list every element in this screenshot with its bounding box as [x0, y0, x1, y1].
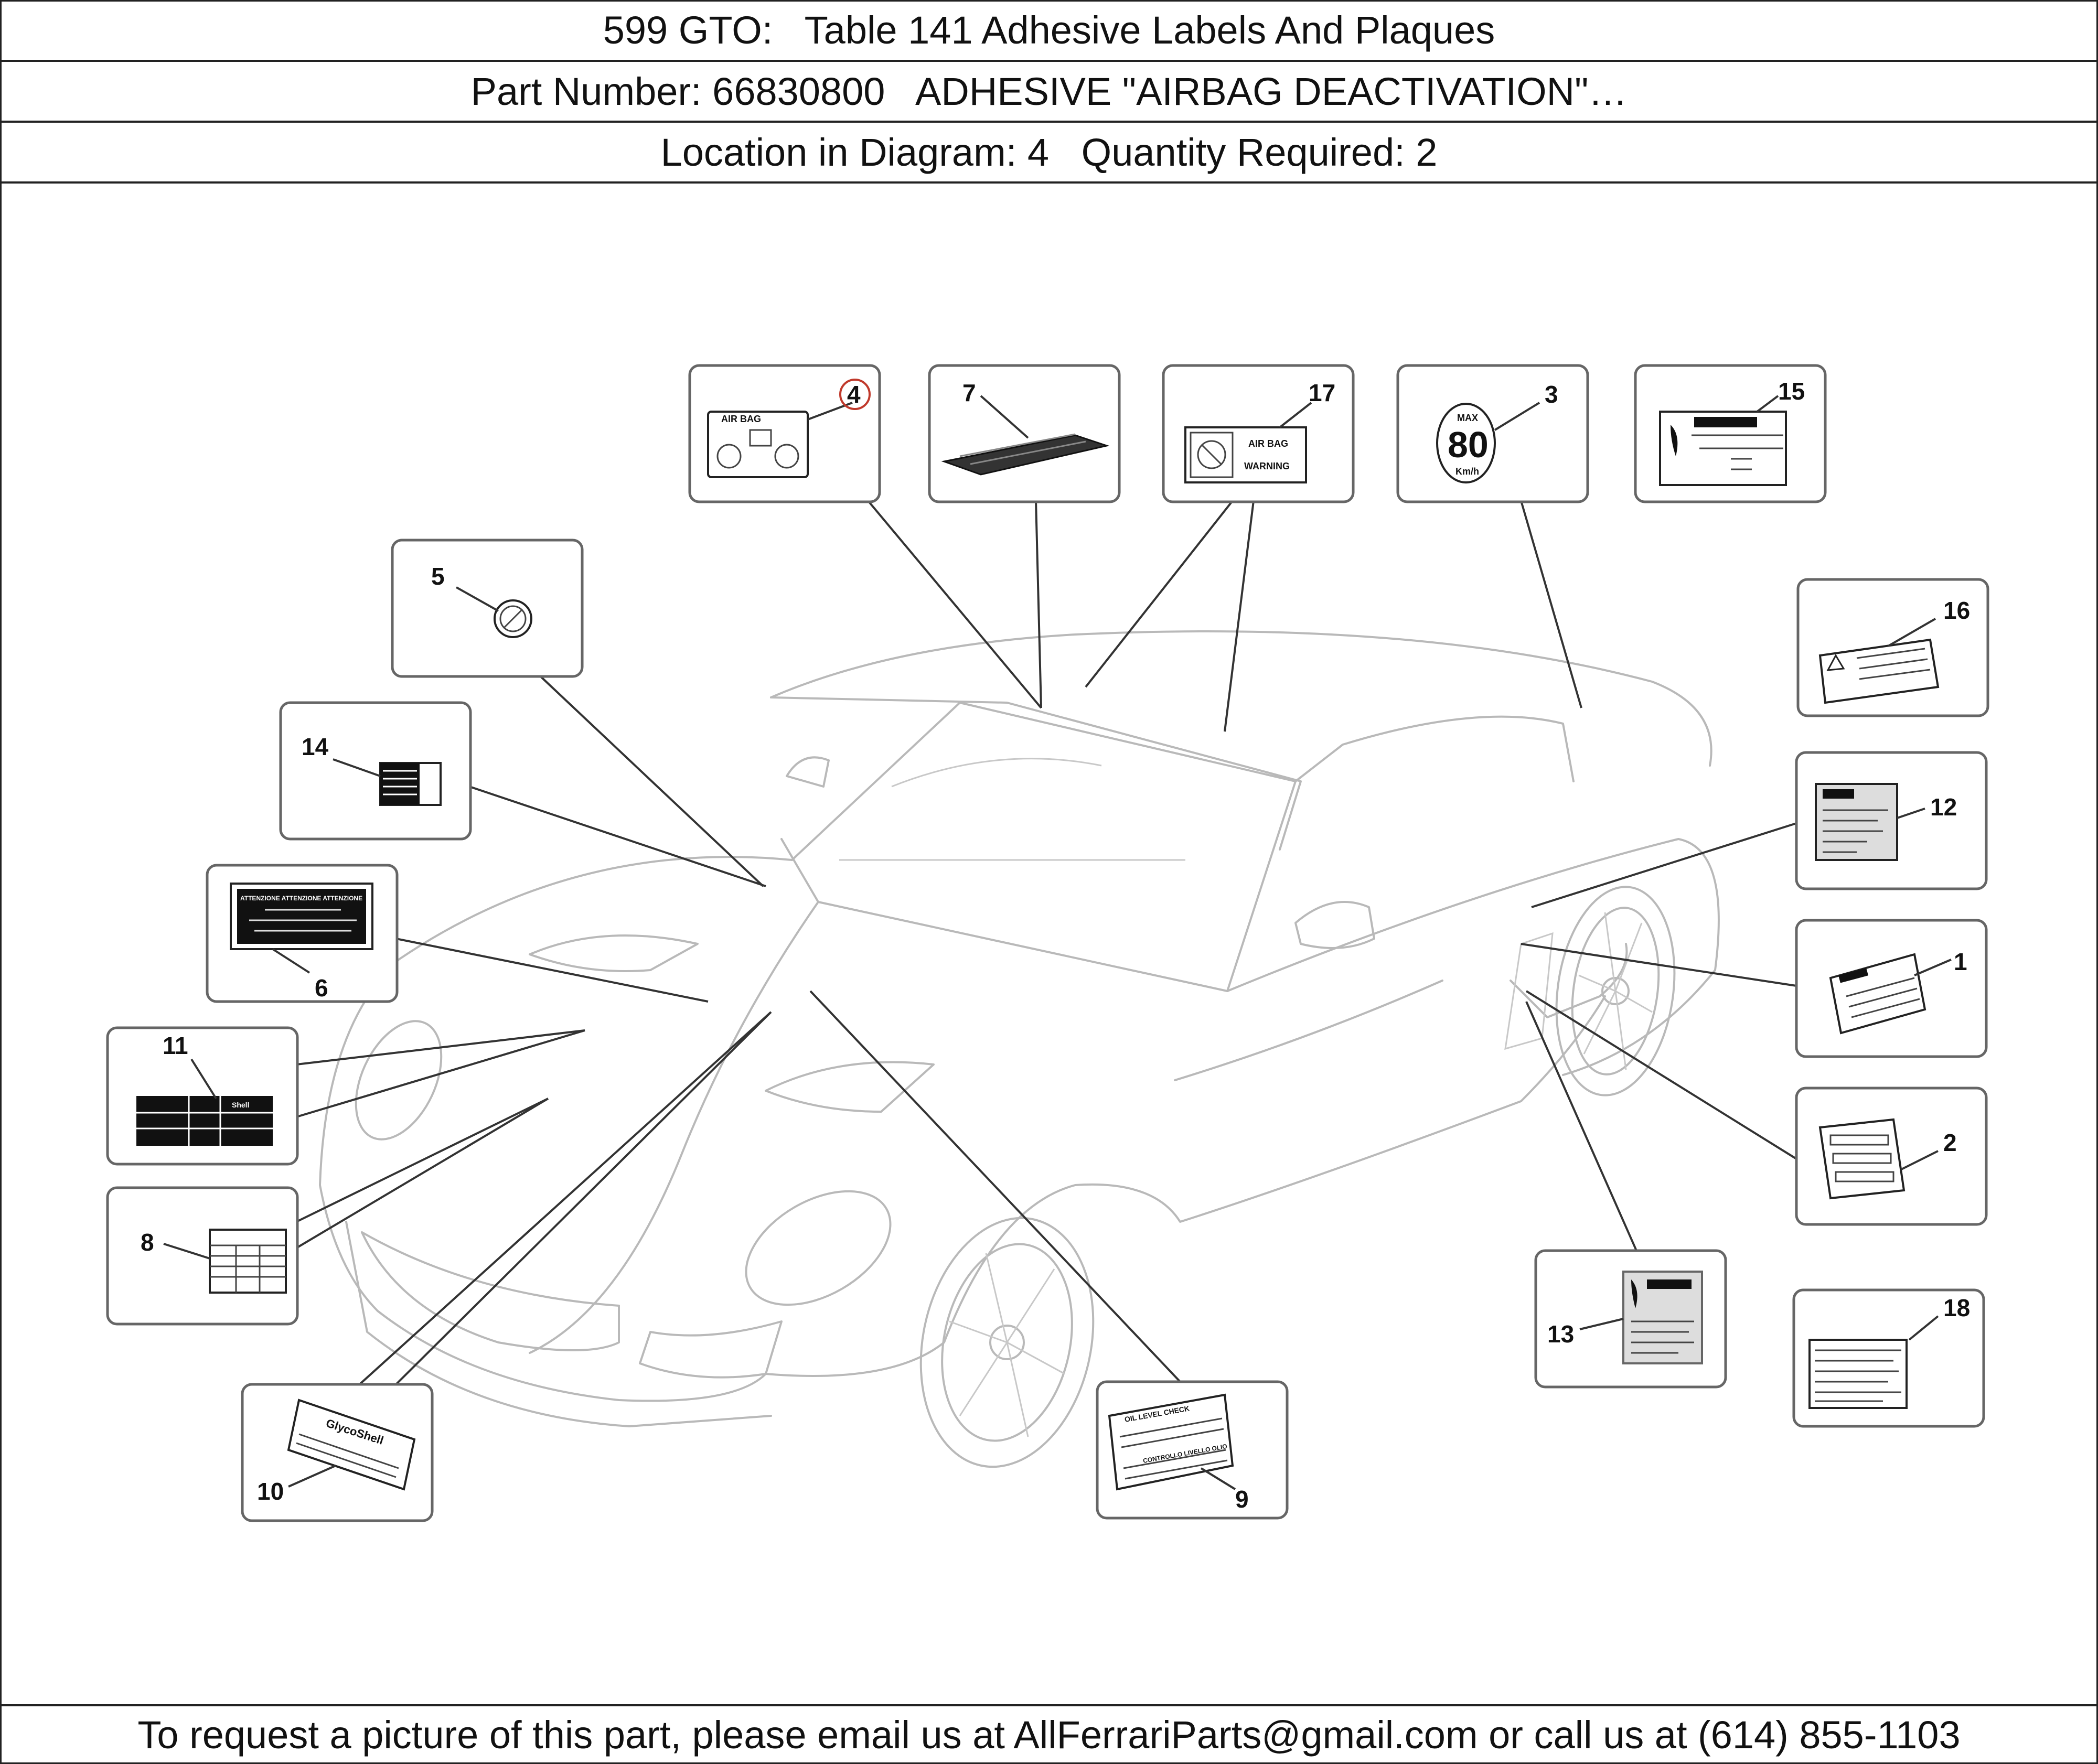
svg-text:3: 3: [1545, 381, 1558, 408]
oil-level-check-label: OIL LEVEL CHECK CONTROLLO LIVELLO OLIO: [1108, 1393, 1234, 1491]
no-child-seat-label: [494, 599, 532, 638]
svg-text:15: 15: [1778, 378, 1805, 405]
shell-oil-label: Shell: [136, 1096, 273, 1146]
callout-box-13[interactable]: 13: [1534, 1249, 1727, 1389]
ferrari-plate-1: [1829, 953, 1926, 1035]
callout-box-8[interactable]: 8: [106, 1186, 299, 1326]
svg-text:10: 10: [257, 1478, 284, 1505]
svg-text:13: 13: [1547, 1320, 1574, 1348]
callout-box-6[interactable]: ATTENZIONE ATTENZIONE ATTENZIONE 6: [206, 864, 399, 1003]
part-number-line: Part Number: 66830800 ADHESIVE "AIRBAG D…: [2, 62, 2096, 123]
callout-box-18[interactable]: 18: [1792, 1288, 1985, 1428]
svg-text:Km/h: Km/h: [1455, 466, 1479, 477]
glycoshell-label: GlycoShell: [287, 1399, 416, 1491]
leader-lines: [295, 500, 1797, 1388]
svg-text:WARNING: WARNING: [1244, 461, 1290, 471]
callout-box-10[interactable]: GlycoShell 10: [241, 1383, 434, 1522]
svg-text:MAX: MAX: [1457, 413, 1478, 423]
svg-text:14: 14: [302, 733, 329, 760]
highlight-ring: [839, 379, 871, 410]
ferrari-plate-15: [1659, 411, 1787, 486]
callout-box-9[interactable]: OIL LEVEL CHECK CONTROLLO LIVELLO OLIO 9: [1096, 1380, 1289, 1520]
svg-text:17: 17: [1309, 379, 1335, 406]
fuse-label-14: [379, 762, 442, 806]
svg-text:7: 7: [962, 379, 976, 406]
svg-text:AIR BAG: AIR BAG: [721, 414, 761, 424]
svg-text:2: 2: [1943, 1129, 1957, 1156]
svg-text:8: 8: [141, 1229, 154, 1256]
callout-box-16[interactable]: 16: [1796, 578, 1989, 717]
ferrari-plate-13: [1622, 1271, 1703, 1364]
warning-sticker-16: [1818, 638, 1940, 704]
svg-text:80: 80: [1448, 424, 1489, 465]
svg-text:6: 6: [315, 974, 328, 1002]
tyre-pressure-label: [209, 1229, 287, 1294]
callout-box-1[interactable]: 1: [1795, 919, 1988, 1058]
svg-text:ATTENZIONE ATTENZIONE ATTENZ: ATTENZIONE ATTENZIONE ATTENZIONE: [240, 895, 362, 902]
callout-box-3[interactable]: MAX 80 Km/h 3: [1396, 364, 1589, 503]
parts-diagram: AIR BAG 4 7 AIR BAG WARNING 17: [106, 364, 1989, 1522]
callout-box-4[interactable]: AIR BAG 4: [688, 364, 881, 503]
callout-box-11[interactable]: Shell 11: [106, 1026, 299, 1166]
callout-box-14[interactable]: 14: [279, 701, 472, 841]
plate-2: [1818, 1118, 1906, 1200]
svg-text:1: 1: [1954, 948, 1967, 975]
svg-text:AIR BAG: AIR BAG: [1248, 438, 1288, 449]
svg-text:5: 5: [431, 563, 445, 590]
callout-box-7[interactable]: 7: [928, 364, 1121, 503]
svg-text:9: 9: [1235, 1486, 1249, 1513]
speed-limit-label: MAX 80 Km/h: [1436, 403, 1496, 483]
contact-footer: To request a picture of this part, pleas…: [2, 1704, 2096, 1763]
callout-box-15[interactable]: 15: [1634, 364, 1827, 503]
ferrari-plate-12: [1815, 783, 1898, 861]
callout-box-12[interactable]: 12: [1795, 751, 1988, 890]
svg-text:Shell: Shell: [232, 1101, 249, 1109]
svg-text:18: 18: [1943, 1294, 1970, 1321]
airbag-deactivation-label: AIR BAG: [707, 411, 809, 478]
callout-box-5[interactable]: 5: [391, 539, 584, 678]
callout-box-17[interactable]: AIR BAG WARNING 17: [1162, 364, 1355, 503]
car-outline: [319, 630, 1720, 1468]
info-label-18: [1808, 1339, 1908, 1409]
windscreen-label: [941, 433, 1110, 476]
svg-text:4: 4: [847, 381, 861, 408]
page-title: 599 GTO: Table 141 Adhesive Labels And P…: [2, 0, 2096, 62]
svg-text:12: 12: [1930, 793, 1957, 821]
callout-box-2[interactable]: 2: [1795, 1087, 1988, 1226]
location-quantity-line: Location in Diagram: 4 Quantity Required…: [2, 123, 2096, 184]
svg-text:16: 16: [1943, 597, 1970, 624]
airbag-warning-label: AIR BAG WARNING: [1184, 426, 1307, 483]
svg-text:11: 11: [163, 1032, 188, 1059]
attenzione-label: ATTENZIONE ATTENZIONE ATTENZIONE: [230, 883, 373, 950]
